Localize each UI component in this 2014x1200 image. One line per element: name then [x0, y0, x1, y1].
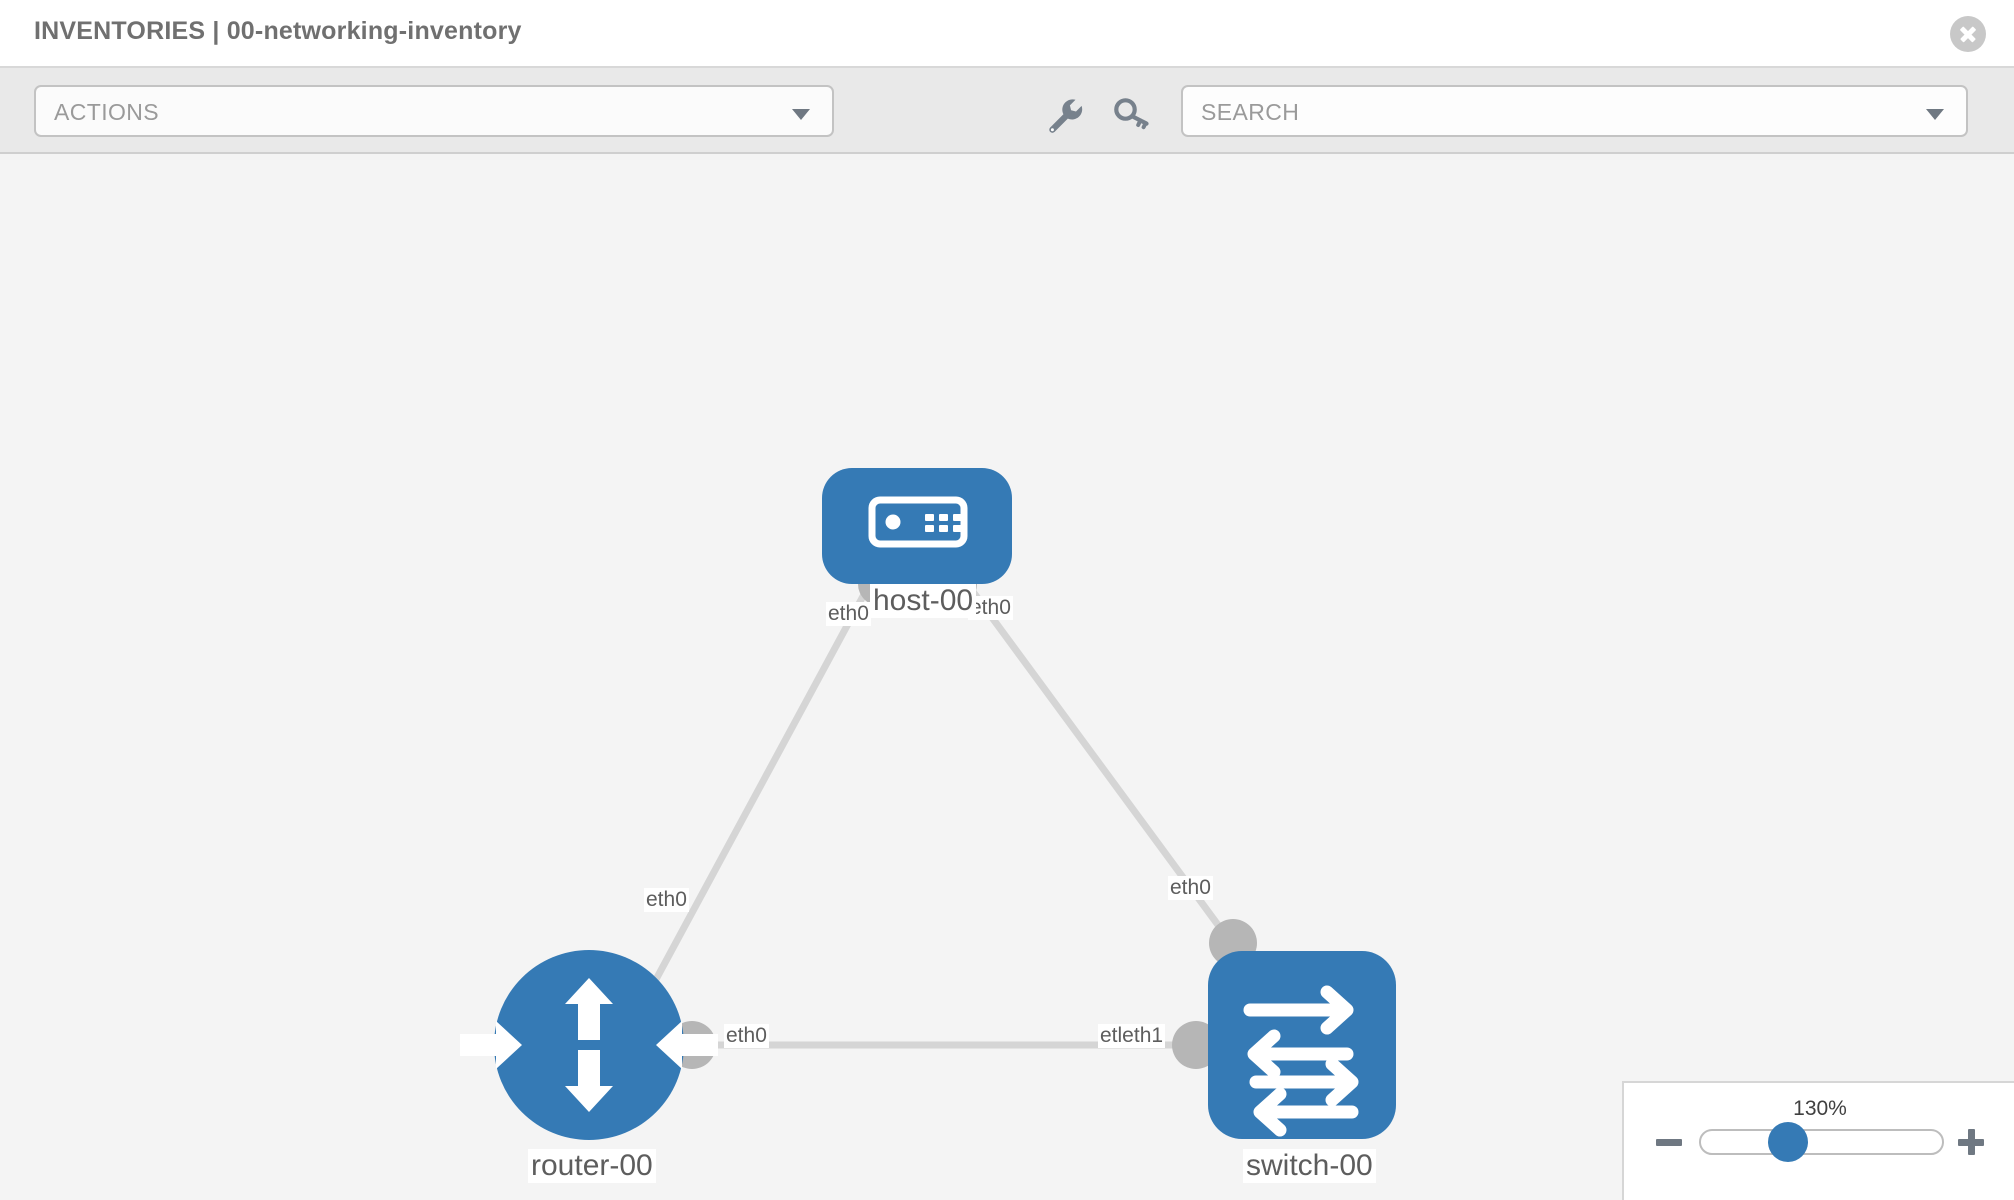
router-arrows-icon: [460, 978, 718, 1112]
zoom-out-button[interactable]: [1652, 1125, 1686, 1159]
key-icon[interactable]: [1113, 96, 1151, 134]
page-header: INVENTORIES | 00-networking-inventory: [0, 0, 2014, 68]
edge-label-switch-eth0-diag: eth0: [1168, 876, 1213, 901]
toolbar: ACTIONS SEARCH: [0, 68, 2014, 154]
actions-dropdown-label: ACTIONS: [54, 99, 160, 125]
node-host-00: [822, 468, 1012, 584]
wrench-icon[interactable]: [1045, 96, 1083, 134]
switch-arrows-icon: [1243, 985, 1359, 1137]
server-icon: [868, 496, 968, 548]
edge-label-switch-eth1: etleth1: [1098, 1024, 1166, 1049]
zoom-control-panel: 130%: [1622, 1081, 2014, 1200]
chevron-down-icon: [1926, 109, 1944, 120]
node-label-router-00: router-00: [528, 1149, 656, 1183]
chevron-down-icon: [792, 109, 810, 120]
edge-host-router: [636, 572, 879, 1011]
node-label-switch-00: switch-00: [1243, 1149, 1376, 1183]
node-label-host-00: host-00: [870, 584, 977, 618]
topology-graph: [460, 468, 1396, 1140]
zoom-slider-thumb[interactable]: [1768, 1122, 1808, 1162]
actions-dropdown[interactable]: ACTIONS: [34, 85, 834, 137]
search-input[interactable]: SEARCH: [1181, 85, 1968, 137]
zoom-in-button[interactable]: [1954, 1125, 1988, 1159]
edge-label-router-eth0-diag: eth0: [644, 888, 689, 913]
close-icon[interactable]: [1950, 16, 1986, 52]
edge-label-router-eth0: eth0: [724, 1024, 769, 1049]
node-switch-00: [1208, 951, 1396, 1139]
page-title: INVENTORIES | 00-networking-inventory: [34, 17, 522, 45]
node-router-00: [460, 950, 718, 1140]
zoom-slider-track[interactable]: [1699, 1129, 1944, 1155]
search-placeholder: SEARCH: [1201, 99, 1300, 125]
edge-label-host-eth0-left: eth0: [826, 602, 871, 627]
topology-canvas[interactable]: eth0 eth0 host-00 eth0 eth0 eth0 etleth1…: [0, 154, 2014, 1200]
zoom-percent-label: 130%: [1793, 1097, 1847, 1120]
